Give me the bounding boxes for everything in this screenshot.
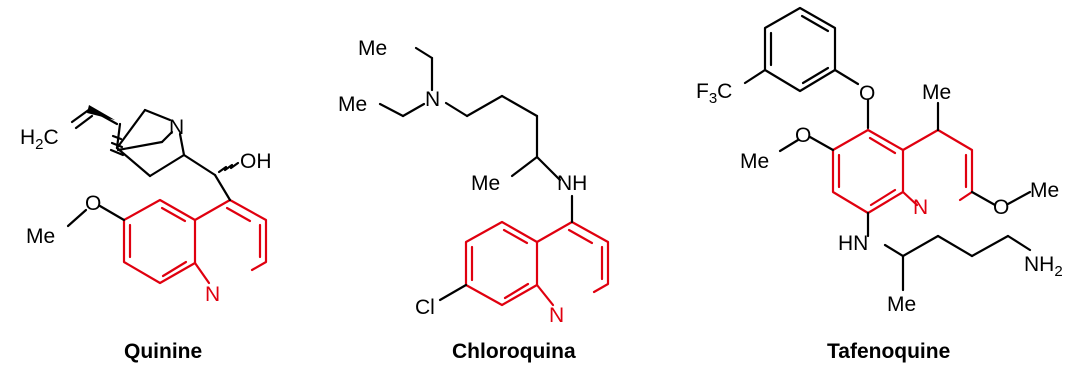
quinine-bridge-n-label: N (169, 116, 184, 139)
quinine-me-label: Me (26, 225, 55, 248)
chloroquina-ring-n-label: N (549, 304, 564, 327)
quinine-o-label: O (85, 192, 101, 215)
chloroquina-cl-label: Cl (415, 296, 435, 319)
tafenoquine-hn-label: HN (838, 232, 868, 255)
quinine-quinoline-ring (122, 198, 268, 285)
chloroquina-caption: Chloroquina (452, 340, 576, 363)
chloroquina-me-top-label: Me (358, 37, 387, 60)
quinine-ring-n-label: N (205, 283, 220, 306)
tafenoquine-ring-n-label: N (913, 196, 928, 219)
chloroquina-quinoline-ring (464, 220, 610, 307)
chloroquina-me-mid-label: Me (338, 93, 367, 116)
tafenoquine-phenyl-ring (763, 6, 837, 93)
chloroquina-structure: Me Me N Me NH Cl N Chloroquina (338, 37, 610, 363)
chloroquina-nh-label: NH (557, 172, 587, 195)
tafenoquine-f3c-label: F3C (696, 80, 732, 107)
chloroquina-amine-n-label: N (425, 88, 440, 111)
tafenoquine-me-right-label: Me (1030, 179, 1059, 202)
quinine-structure: H2C N OH Me O N Quinine (20, 105, 272, 363)
tafenoquine-me-left-label: Me (740, 150, 769, 173)
quinine-methoxy-bond (98, 204, 126, 222)
tafenoquine-me-bottom-label: Me (887, 293, 916, 316)
chloroquina-me-side-label: Me (471, 172, 500, 195)
quinine-caption: Quinine (124, 340, 202, 363)
tafenoquine-quinoline-ring (831, 128, 974, 215)
tafenoquine-structure: F3C O Me Me O N O Me HN NH2 Me Tafenoqui… (696, 6, 1063, 363)
tafenoquine-me-top-label: Me (922, 81, 951, 104)
quinine-oh-label: OH (240, 150, 272, 173)
tafenoquine-caption: Tafenoquine (827, 340, 950, 363)
tafenoquine-o-right-label: O (993, 196, 1009, 219)
tafenoquine-nh2-label: NH2 (1024, 253, 1063, 280)
tafenoquine-o-left-label: O (795, 124, 811, 147)
tafenoquine-o-bridge-label: O (859, 82, 875, 105)
quinine-h2c-label: H2C (20, 126, 59, 153)
